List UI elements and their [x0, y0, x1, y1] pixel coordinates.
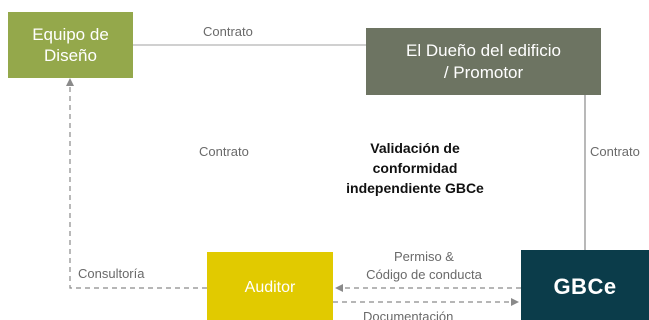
contract-left-label: Contrato	[199, 144, 249, 159]
owner-box: El Dueño del edificio / Promotor	[366, 28, 601, 95]
permit-code-label: Permiso & Código de conducta	[366, 249, 482, 282]
contract-right-label: Contrato	[590, 144, 640, 159]
auditor-label: Auditor	[244, 279, 296, 296]
center-title: Validación de conformidad independiente …	[346, 140, 484, 196]
owner-label: El Dueño del edificio / Promotor	[406, 40, 561, 82]
documentation-label: Documentación	[363, 309, 454, 320]
auditor-box: Auditor	[207, 252, 333, 320]
design-team-label: Equipo de Diseño	[32, 25, 109, 65]
consulting-arrow	[66, 78, 207, 289]
consulting-label: Consultoría	[78, 266, 145, 281]
gbce-logo: GBCe	[553, 274, 617, 299]
contract-top-label: Contrato	[203, 24, 253, 39]
design-team-box: Equipo de Diseño	[8, 12, 133, 78]
gbce-logo-box: GBCe	[521, 250, 649, 320]
